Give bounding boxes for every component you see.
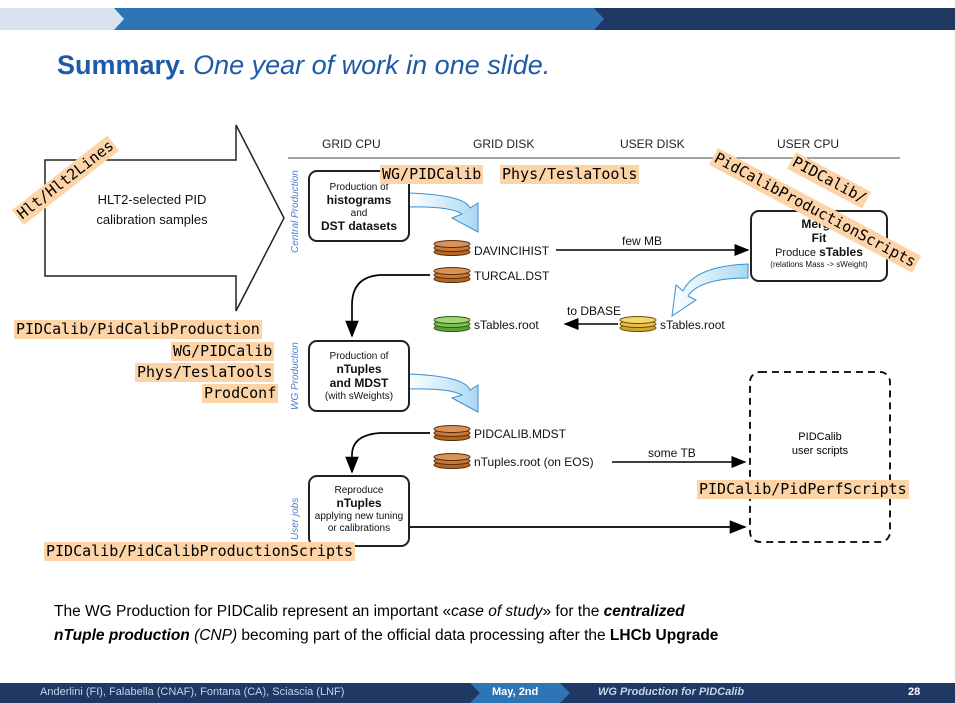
header-grid-disk: GRID DISK bbox=[473, 137, 535, 151]
side-label-central: Central Production bbox=[290, 170, 301, 253]
user-scripts-box-border bbox=[749, 371, 891, 543]
box-wg-production: Production of nTuples and MDST (with sWe… bbox=[308, 340, 410, 412]
user-scripts-line2: user scripts bbox=[791, 445, 849, 457]
disk-icon-stables-yellow bbox=[619, 316, 657, 332]
tag-left-wg: WG/PIDCalib bbox=[171, 342, 275, 361]
box3-line4: or calibrations bbox=[327, 523, 391, 534]
box2-line3: and MDST bbox=[329, 376, 389, 390]
box3-line3: applying new tuning bbox=[314, 511, 404, 522]
blue-arrow-1 bbox=[407, 192, 479, 233]
box2-line1: Production of bbox=[329, 351, 389, 362]
tag-left-tesla: Phys/TeslaTools bbox=[135, 363, 275, 382]
box-user-jobs: Reproduce nTuples applying new tuning or… bbox=[308, 475, 410, 547]
flow-to-dbase: to DBASE bbox=[567, 304, 622, 318]
box1-line1: Production of bbox=[329, 182, 389, 193]
disk-icon-pidcalib-mdst bbox=[433, 425, 471, 441]
footer-bar bbox=[0, 683, 955, 703]
input-line1: HLT2-selected PID bbox=[97, 192, 207, 207]
input-line2: calibration samples bbox=[96, 212, 208, 227]
disk-icon-ntuples bbox=[433, 453, 471, 469]
disk-icon-stables-green bbox=[433, 316, 471, 332]
merge-line3: Produce sTables bbox=[775, 245, 863, 259]
box1-line4: DST datasets bbox=[320, 219, 398, 233]
tag-perf-scripts: PIDCalib/PidPerfScripts bbox=[697, 480, 909, 499]
footer-date: May, 2nd bbox=[492, 686, 539, 698]
header-user-cpu: USER CPU bbox=[777, 137, 840, 151]
merge-line4: (relations Mass -> sWeight) bbox=[770, 260, 868, 269]
tag-wg-pidcalib-top: WG/PIDCalib bbox=[380, 165, 484, 184]
user-scripts-line1: PIDCalib bbox=[798, 431, 842, 443]
box1-line3: and bbox=[350, 208, 368, 219]
file-stables-green: sTables.root bbox=[474, 318, 539, 332]
tag-left-prodconf: ProdConf bbox=[202, 384, 279, 403]
file-davincihist: DAVINCIHIST bbox=[474, 244, 550, 258]
box3-line1: Reproduce bbox=[334, 485, 384, 496]
footer-talk-title: WG Production for PIDCalib bbox=[598, 686, 745, 698]
side-label-user: User jobs bbox=[290, 497, 301, 540]
disk-icon-turcal bbox=[433, 267, 471, 283]
title-bold: Summary. bbox=[57, 50, 186, 80]
merge-line2: Fit bbox=[811, 231, 827, 245]
box2-line4: (with sWeights) bbox=[324, 391, 394, 402]
blue-arrow-2 bbox=[671, 263, 749, 318]
slide-title: Summary. One year of work in one slide. bbox=[57, 50, 550, 81]
header-user-disk: USER DISK bbox=[620, 137, 685, 151]
blue-arrow-3 bbox=[407, 373, 479, 413]
user-scripts-text: PIDCalib user scripts bbox=[750, 430, 890, 458]
file-stables-yellow: sTables.root bbox=[660, 318, 725, 332]
top-banner bbox=[0, 8, 955, 30]
box3-line2: nTuples bbox=[336, 496, 382, 510]
tag-phys-tesla-top: Phys/TeslaTools bbox=[500, 165, 640, 184]
file-turcal: TURCAL.DST bbox=[474, 269, 550, 283]
title-italic: One year of work in one slide. bbox=[193, 50, 551, 80]
input-arrow-text: HLT2-selected PID calibration samples bbox=[72, 190, 232, 230]
input-arrow-shape bbox=[44, 124, 285, 312]
diagram-graphics bbox=[44, 124, 900, 543]
arrow-mdst bbox=[345, 432, 430, 474]
flow-few-mb: few MB bbox=[622, 234, 663, 248]
summary-text: The WG Production for PIDCalib represent… bbox=[54, 603, 719, 644]
box1-line2: histograms bbox=[326, 193, 392, 207]
file-ntuples-eos: nTuples.root (on EOS) bbox=[474, 455, 594, 469]
footer-page-number: 28 bbox=[908, 686, 921, 698]
flow-some-tb: some TB bbox=[648, 446, 696, 460]
footer-authors: Anderlini (FI), Falabella (CNAF), Fontan… bbox=[40, 686, 345, 698]
tag-bottom-prod-scripts: PIDCalib/PidCalibProductionScripts bbox=[44, 542, 356, 561]
arrow-turcal bbox=[345, 274, 430, 338]
box2-line2: nTuples bbox=[336, 362, 382, 376]
file-pidcalib-mdst: PIDCALIB.MDST bbox=[474, 427, 567, 441]
header-grid-cpu: GRID CPU bbox=[322, 137, 381, 151]
tag-left-prod: PIDCalib/PidCalibProduction bbox=[14, 320, 262, 339]
side-label-wg: WG Production bbox=[290, 342, 301, 410]
disk-icon-davincihist bbox=[433, 240, 471, 256]
